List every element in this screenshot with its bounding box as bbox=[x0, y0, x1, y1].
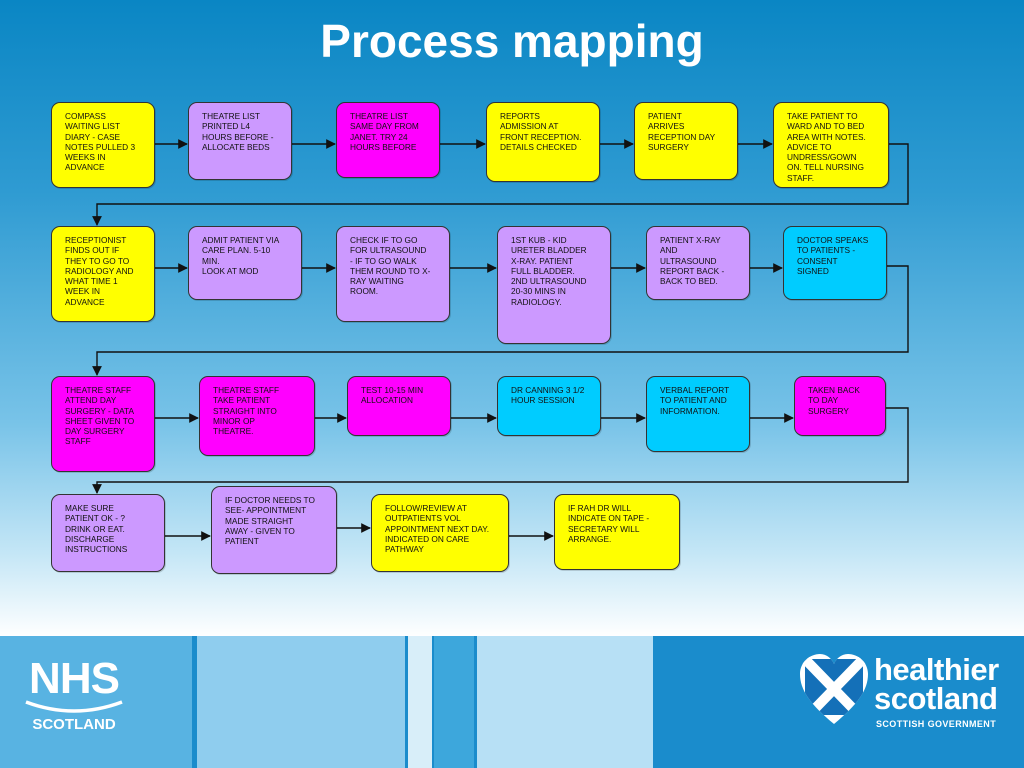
page-title: Process mapping bbox=[320, 15, 704, 67]
process-step-r1b4: REPORTS ADMISSION AT FRONT RECEPTION. DE… bbox=[486, 102, 600, 182]
process-step-r3b2: THEATRE STAFF TAKE PATIENT STRAIGHT INTO… bbox=[199, 376, 315, 456]
process-step-r4b3: FOLLOW/REVIEW AT OUTPATIENTS VOL APPOINT… bbox=[371, 494, 509, 572]
footer-strip bbox=[434, 636, 474, 768]
nhs-logo-sub: SCOTLAND bbox=[32, 716, 116, 733]
process-step-r3b6: TAKEN BACK TO DAY SURGERY bbox=[794, 376, 886, 436]
nhs-logo-word: NHS bbox=[29, 654, 120, 703]
process-step-r2b5: PATIENT X-RAY AND ULTRASOUND REPORT BACK… bbox=[646, 226, 750, 300]
process-step-r1b6: TAKE PATIENT TO WARD AND TO BED AREA WIT… bbox=[773, 102, 889, 188]
process-step-r4b2: IF DOCTOR NEEDS TO SEE- APPOINTMENT MADE… bbox=[211, 486, 337, 574]
saltire-heart-icon bbox=[800, 654, 868, 724]
nhs-swoosh-icon bbox=[25, 700, 123, 713]
row-wrap-connector bbox=[92, 407, 909, 494]
process-step-r1b5: PATIENT ARRIVES RECEPTION DAY SURGERY bbox=[634, 102, 738, 180]
footer-strip bbox=[0, 636, 192, 768]
flow-connectors bbox=[92, 139, 909, 541]
process-step-r2b4: 1ST KUB - KID URETER BLADDER X-RAY. PATI… bbox=[497, 226, 611, 344]
footer-strip bbox=[408, 636, 432, 768]
process-step-r3b5: VERBAL REPORT TO PATIENT AND INFORMATION… bbox=[646, 376, 750, 452]
row-wrap-connector bbox=[92, 143, 909, 226]
process-step-r1b2: THEATRE LIST PRINTED L4 HOURS BEFORE - A… bbox=[188, 102, 292, 180]
footer-strip bbox=[197, 636, 405, 768]
scottish-government-label: SCOTTISH GOVERNMENT bbox=[876, 719, 997, 729]
process-step-r4b4: IF RAH DR WILL INDICATE ON TAPE - SECRET… bbox=[554, 494, 680, 570]
process-step-r3b4: DR CANNING 3 1/2 HOUR SESSION bbox=[497, 376, 601, 436]
process-step-r3b1: THEATRE STAFF ATTEND DAY SURGERY - DATA … bbox=[51, 376, 155, 472]
healthier-scotland-line1: healthier bbox=[874, 652, 999, 687]
process-step-r2b1: RECEPTIONIST FINDS OUT IF THEY TO GO TO … bbox=[51, 226, 155, 322]
healthier-scotland-line2: scotland bbox=[874, 681, 998, 716]
process-step-r4b1: MAKE SURE PATIENT OK - ? DRINK OR EAT. D… bbox=[51, 494, 165, 572]
process-step-r3b3: TEST 10-15 MIN ALLOCATION bbox=[347, 376, 451, 436]
process-step-r2b3: CHECK IF TO GO FOR ULTRASOUND - IF TO GO… bbox=[336, 226, 450, 322]
row-wrap-connector bbox=[92, 265, 909, 376]
process-step-r2b6: DOCTOR SPEAKS TO PATIENTS - CONSENT SIGN… bbox=[783, 226, 887, 300]
process-step-r2b2: ADMIT PATIENT VIA CARE PLAN. 5-10 MIN. L… bbox=[188, 226, 302, 300]
nhs-scotland-logo: NHS SCOTLAND bbox=[14, 654, 134, 744]
healthier-scotland-logo: healthier scotland SCOTTISH GOVERNMENT bbox=[796, 650, 1006, 740]
process-step-r1b1: COMPASS WAITING LIST DIARY - CASE NOTES … bbox=[51, 102, 155, 188]
process-step-r1b3: THEATRE LIST SAME DAY FROM JANET. TRY 24… bbox=[336, 102, 440, 178]
footer-strip bbox=[477, 636, 653, 768]
